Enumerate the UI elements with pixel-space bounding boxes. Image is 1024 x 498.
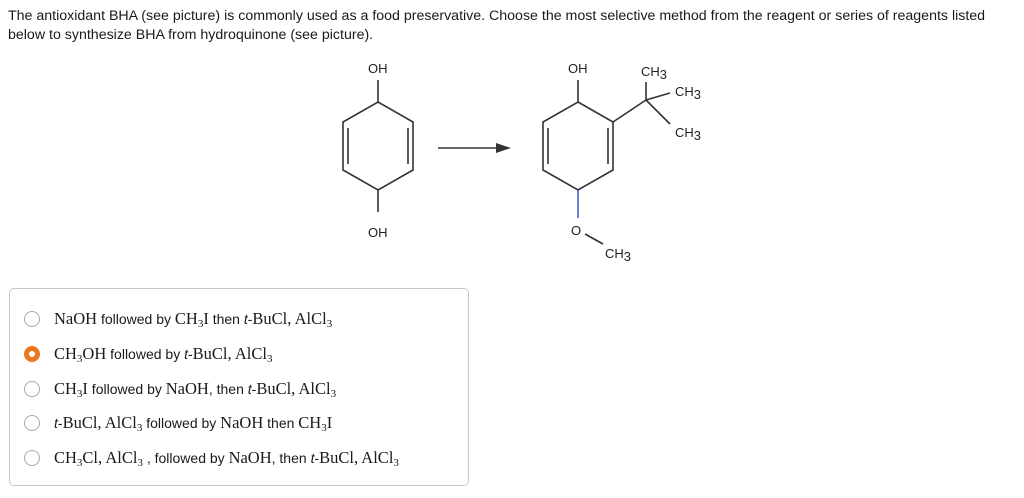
- reaction-scheme: OH OH OH O CH3 CH3 CH3 CH3: [342, 61, 701, 264]
- tbu-methyl-3: CH3: [675, 125, 701, 143]
- product-ring: [542, 101, 614, 191]
- answer-options: NaOH followed by CH3I then t-BuCl, AlCl3…: [9, 288, 469, 486]
- answer-option[interactable]: NaOH followed by CH3I then t-BuCl, AlCl3: [24, 307, 332, 331]
- hydroquinone-structure: [342, 80, 414, 212]
- product-tbu-bond: [612, 99, 647, 123]
- option-label: CH3OH followed by t-BuCl, AlCl3: [54, 344, 273, 365]
- answer-option[interactable]: CH3Cl, AlCl3 , followed by NaOH, then t-…: [24, 446, 399, 470]
- reactant-top-oh: OH: [368, 61, 388, 76]
- question-text: The antioxidant BHA (see picture) is com…: [8, 8, 986, 43]
- product-top-oh: OH: [568, 61, 588, 76]
- radio-button[interactable]: [24, 450, 40, 466]
- option-label: CH3I followed by NaOH, then t-BuCl, AlCl…: [54, 379, 337, 400]
- answer-option[interactable]: CH3OH followed by t-BuCl, AlCl3: [24, 342, 272, 366]
- radio-button[interactable]: [24, 346, 40, 362]
- product-methoxy-label: CH3: [605, 246, 631, 264]
- reactant-ring: [342, 101, 414, 191]
- tbu-methyl-1: CH3: [641, 64, 667, 82]
- product-methyl-bond: [584, 233, 604, 245]
- option-label: NaOH followed by CH3I then t-BuCl, AlCl3: [54, 309, 333, 330]
- answer-option[interactable]: t-BuCl, AlCl3 followed by NaOH then CH3I: [24, 411, 332, 435]
- option-label: t-BuCl, AlCl3 followed by NaOH then CH3I: [54, 413, 333, 434]
- radio-button[interactable]: [24, 415, 40, 431]
- answer-option[interactable]: CH3I followed by NaOH, then t-BuCl, AlCl…: [24, 377, 336, 401]
- bha-structure: [542, 80, 671, 245]
- product-o-label: O: [571, 223, 581, 238]
- reactant-bottom-oh: OH: [368, 225, 388, 240]
- tbu-methyl-2: CH3: [675, 84, 701, 102]
- option-label: CH3Cl, AlCl3 , followed by NaOH, then t-…: [54, 448, 399, 469]
- radio-button[interactable]: [24, 311, 40, 327]
- reaction-arrow: [438, 143, 511, 153]
- radio-button[interactable]: [24, 381, 40, 397]
